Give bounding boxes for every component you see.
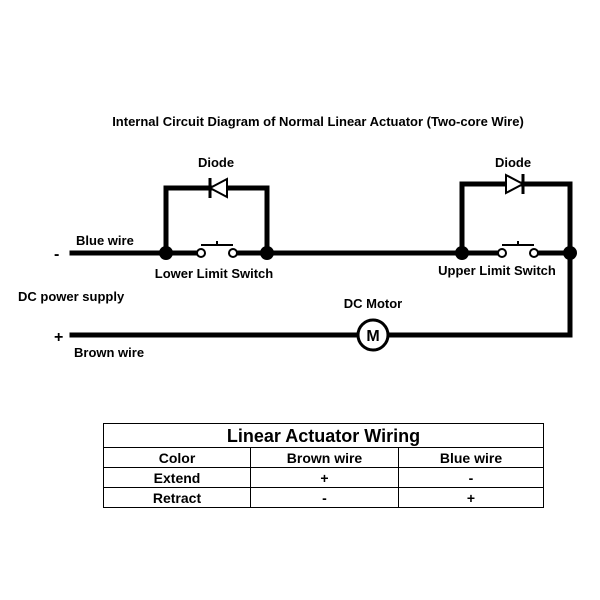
table-row: Retract - +	[103, 487, 544, 508]
junction-node-4	[563, 246, 577, 260]
lower-diode-symbol	[207, 177, 228, 199]
brown-wire-label: Brown wire	[74, 345, 144, 360]
row-extend-blue: -	[398, 467, 544, 488]
upper-diode-bypass-wire	[459, 181, 573, 256]
dc-motor	[356, 318, 390, 352]
table-header-row: Color Brown wire Blue wire	[103, 447, 544, 468]
plus-terminal-label: +	[54, 329, 63, 346]
blue-wire-label: Blue wire	[76, 233, 134, 248]
header-brown-wire: Brown wire	[250, 447, 399, 468]
upper-switch-contact-right	[529, 248, 539, 258]
upper-diode-symbol	[505, 173, 526, 195]
diode-left-label: Diode	[198, 155, 234, 170]
diagram-title: Internal Circuit Diagram of Normal Linea…	[112, 114, 524, 129]
upper-switch-contact-left	[497, 248, 507, 258]
row-extend-label: Extend	[103, 467, 251, 488]
junction-node-1	[159, 246, 173, 260]
junction-node-3	[455, 246, 469, 260]
diode-right-label: Diode	[495, 155, 531, 170]
upper-limit-switch-label: Upper Limit Switch	[438, 263, 556, 278]
header-blue-wire: Blue wire	[398, 447, 544, 468]
row-retract-brown: -	[250, 487, 399, 508]
dc-motor-label: DC Motor	[344, 296, 403, 311]
upper-switch-actuator	[502, 241, 534, 246]
table-title-row: Linear Actuator Wiring	[103, 423, 544, 448]
row-retract-label: Retract	[103, 487, 251, 508]
table-title: Linear Actuator Wiring	[103, 423, 544, 448]
table-row: Extend + -	[103, 467, 544, 488]
dc-power-supply-label: DC power supply	[18, 289, 125, 304]
lower-switch-contact-left	[196, 248, 206, 258]
junction-node-2	[260, 246, 274, 260]
wiring-table: Linear Actuator Wiring Color Brown wire …	[103, 423, 544, 508]
lower-switch-actuator	[201, 241, 233, 246]
row-retract-blue: +	[398, 487, 544, 508]
motor-symbol-label: M	[366, 328, 379, 345]
header-color: Color	[103, 447, 251, 468]
lower-limit-switch-label: Lower Limit Switch	[155, 266, 274, 281]
minus-terminal-label: -	[54, 246, 59, 263]
row-extend-brown: +	[250, 467, 399, 488]
lower-switch-contact-right	[228, 248, 238, 258]
